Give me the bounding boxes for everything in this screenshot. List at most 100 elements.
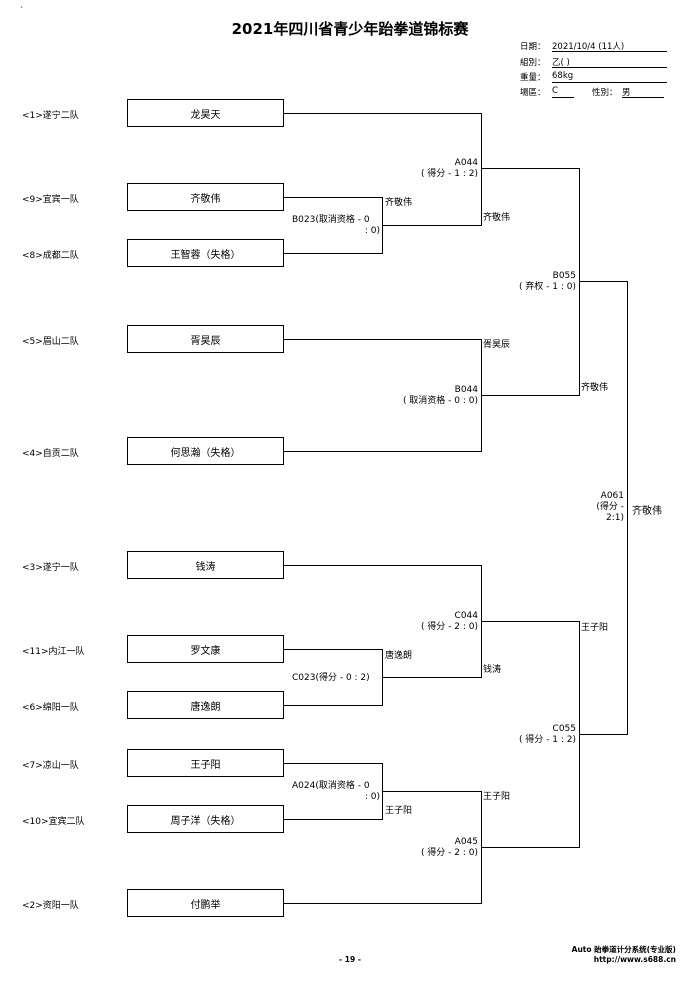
corner-mark: ` <box>20 6 24 15</box>
match-result: ( 得分 - 2 : 0) <box>420 848 478 858</box>
bracket-line <box>481 395 579 396</box>
match-code: A024(取消资格 - 0 <box>292 781 380 792</box>
info-court: 場區： C 性別： 男 <box>520 86 670 98</box>
info-group: 組別： 乙( ) <box>520 56 670 68</box>
match-code: B055 <box>552 271 576 281</box>
team-label: <6>绵阳一队 <box>22 703 79 713</box>
match-code: C044 <box>454 611 478 621</box>
bracket-line <box>579 734 627 735</box>
weight-value: 68kg <box>552 71 667 83</box>
team-label: <1>遂宁二队 <box>22 111 79 121</box>
match-b055-result: B055 ( 弃权 - 1 : 0) <box>490 271 576 293</box>
bracket-line <box>284 819 382 820</box>
competitor-box: 胥昊辰 <box>127 325 284 353</box>
match-result: ( 得分 - 1 : 2) <box>518 735 576 745</box>
competitor-box: 罗文康 <box>127 635 284 663</box>
match-result: (得分 - <box>596 502 624 512</box>
footer-page-number: - 19 - <box>339 955 361 964</box>
match-code: B023(取消资格 - 0 <box>292 215 380 226</box>
competitor-box: 王智蓉（失格） <box>127 239 284 267</box>
footer-software: Auto 跆拳道计分系统(专业版) <box>571 945 676 954</box>
competitor-box: 周子洋（失格） <box>127 805 284 833</box>
bracket-line <box>481 621 579 622</box>
match-b044-result: B044 ( 取消资格 - 0 : 0) <box>370 385 478 407</box>
match-code-text: C023( <box>292 673 319 683</box>
bracket-line <box>284 253 382 254</box>
match-result-tail: 2:1) <box>606 513 624 523</box>
court-value: C <box>552 86 574 98</box>
bracket-line <box>481 847 579 848</box>
competitor-box: 唐逸朗 <box>127 691 284 719</box>
match-b023-result: B023(取消资格 - 0 : 0) <box>292 215 380 237</box>
match-code-text: B023( <box>292 215 319 225</box>
court-label: 場區： <box>520 88 546 98</box>
page-title: 2021年四川省青少年跆拳道锦标赛 <box>231 20 469 38</box>
weight-label: 重量： <box>520 73 546 83</box>
match-result: ( 弃权 - 1 : 0) <box>518 282 576 292</box>
bracket-line <box>284 763 382 764</box>
bracket-line <box>284 649 382 650</box>
match-a045-result: A045 ( 得分 - 2 : 0) <box>380 837 478 859</box>
gender-label: 性別： <box>592 88 618 98</box>
match-result: ( 得分 - 1 : 2) <box>420 169 478 179</box>
team-label: <7>凉山一队 <box>22 761 79 771</box>
bracket-line <box>481 113 482 226</box>
match-b023-winner: 齐敬伟 <box>385 198 413 208</box>
bracket-line <box>284 565 481 566</box>
team-label: <3>遂宁一队 <box>22 563 79 573</box>
bracket-line <box>382 791 481 792</box>
team-label: <4>自贡二队 <box>22 449 79 459</box>
competitor-box: 齐敬伟 <box>127 183 284 211</box>
team-label: <8>成都二队 <box>22 251 79 261</box>
match-a024-winner: 王子阳 <box>385 806 413 816</box>
date-label: 日期： <box>520 42 546 52</box>
team-label: <2>资阳一队 <box>22 901 79 911</box>
team-label: <9>宜宾一队 <box>22 195 79 205</box>
bracket-line <box>382 677 481 678</box>
match-c055-winner: 王子阳 <box>581 623 609 633</box>
team-label: <5>眉山二队 <box>22 337 79 347</box>
match-code: C055 <box>552 724 576 734</box>
match-result-tail: : 0) <box>364 792 380 802</box>
match-b044-winner: 胥昊辰 <box>483 340 511 350</box>
match-a045-winner: 王子阳 <box>483 792 511 802</box>
group-value: 乙( ) <box>552 56 667 68</box>
competitor-box: 何思瀚（失格） <box>127 437 284 465</box>
bracket-line <box>627 281 628 735</box>
match-result: ( 取消资格 - 0 : 0) <box>402 396 478 406</box>
match-code: A045 <box>454 837 478 847</box>
team-label: <10>宜宾二队 <box>22 817 85 827</box>
bracket-line <box>481 168 579 169</box>
match-result: ( 得分 - 2 : 0) <box>420 622 478 632</box>
match-result-text: 得分 - 0 : 2) <box>318 673 370 683</box>
match-c044-result: C044 ( 得分 - 2 : 0) <box>380 611 478 633</box>
match-c044-winner: 钱涛 <box>483 665 502 675</box>
match-c055-result: C055 ( 得分 - 1 : 2) <box>490 724 576 746</box>
date-value: 2021/10/4 (11人) <box>552 40 667 52</box>
footer-url: http://www.s688.cn <box>593 955 676 964</box>
match-code: A044 <box>454 158 478 168</box>
gender-value: 男 <box>622 86 664 98</box>
info-weight: 重量： 68kg <box>520 71 670 83</box>
group-label: 組別： <box>520 58 546 68</box>
match-result-tail: : 0) <box>364 226 380 236</box>
info-date: 日期： 2021/10/4 (11人) <box>520 40 670 52</box>
match-code-text: A024( <box>292 781 319 791</box>
match-c023-result: C023(得分 - 0 : 2) <box>292 673 380 684</box>
competitor-box: 付鹏举 <box>127 889 284 917</box>
bracket-line <box>579 168 580 396</box>
bracket-line <box>284 339 481 340</box>
competitor-box: 钱涛 <box>127 551 284 579</box>
match-code: A061 <box>600 491 624 501</box>
match-result-text: 取消资格 - 0 <box>318 215 370 225</box>
match-code: B044 <box>454 385 478 395</box>
bracket-line <box>284 451 481 452</box>
match-a044-result: A044 ( 得分 - 1 : 2) <box>380 158 478 180</box>
match-c023-winner: 唐逸朗 <box>385 651 413 661</box>
bracket-line <box>284 705 382 706</box>
match-a061-result: A061 (得分 - 2:1) <box>580 491 624 524</box>
bracket-line <box>382 225 481 226</box>
match-a044-winner: 齐敬伟 <box>483 213 511 223</box>
bracket-line <box>284 113 481 114</box>
competitor-box: 龙昊天 <box>127 99 284 127</box>
